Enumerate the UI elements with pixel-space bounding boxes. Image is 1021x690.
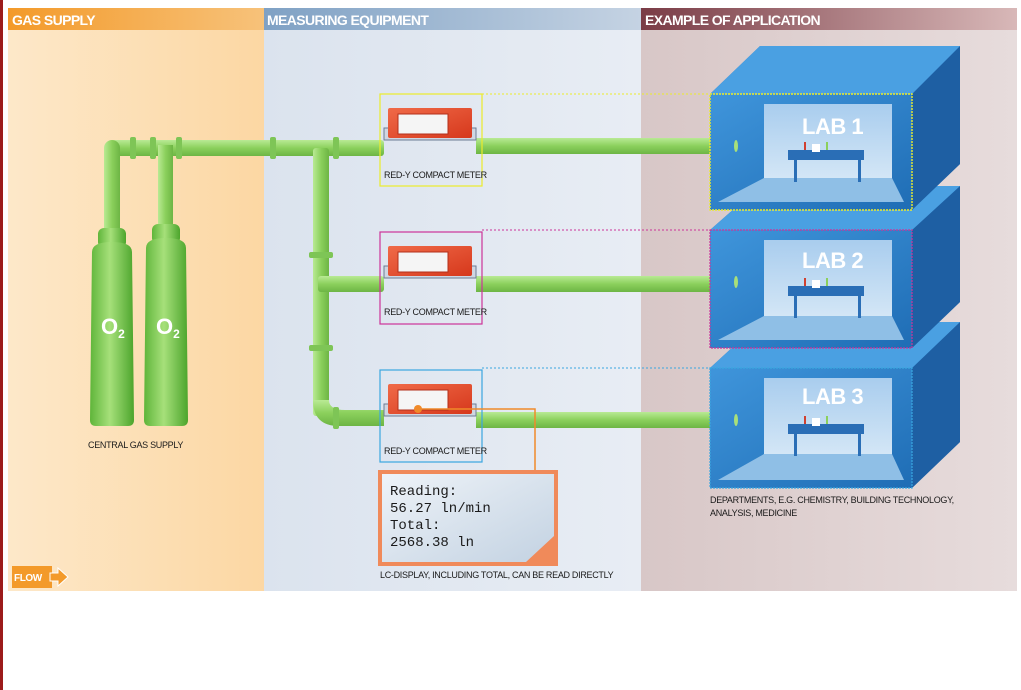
gas-cylinder-1: O2 [90, 228, 134, 426]
meter-2: RED-Y COMPACT METER [379, 231, 488, 325]
measuring-equipment-title: MEASURING EQUIPMENT [267, 12, 429, 28]
central-gas-supply-label: CENTRAL GAS SUPPLY [88, 440, 183, 450]
meter-1-frame [379, 93, 483, 187]
lab-2-label: LAB 2 [802, 248, 863, 273]
lcd-caption: LC-DISPLAY, INCLUDING TOTAL, CAN BE READ… [380, 570, 614, 580]
branch-pipe-2 [318, 276, 384, 292]
meter-2-label: RED-Y COMPACT METER [384, 307, 488, 317]
lcd-line-2: 56.27 ln/min [390, 501, 491, 517]
flow-badge: FLOW [12, 566, 69, 588]
left-border [0, 0, 3, 690]
branch-pipe-3 [313, 400, 384, 426]
lab-1-feed-pipe [476, 138, 716, 154]
lcd-line-4: 2568.38 ln [390, 535, 474, 551]
lcd-line-3: Total: [390, 518, 440, 534]
lab-3-label: LAB 3 [802, 384, 863, 409]
application-header [641, 8, 1017, 30]
flow-arrow-icon [49, 566, 69, 588]
gas-supply-title: GAS SUPPLY [12, 12, 96, 28]
departments-caption-line-1: DEPARTMENTS, E.G. CHEMISTRY, BUILDING TE… [710, 495, 954, 505]
lcd-display: Reading: 56.27 ln/min Total: 2568.38 ln [378, 470, 558, 566]
lab-1-label: LAB 1 [802, 114, 863, 139]
gas-supply-panel [8, 8, 264, 591]
lab-1: LAB 1 [709, 46, 960, 211]
cylinder-1-label: O2 [101, 314, 125, 341]
cylinder-2-riser [158, 145, 173, 235]
meter-3: RED-Y COMPACT METER [379, 369, 488, 463]
meter-1: RED-Y COMPACT METER [379, 93, 488, 187]
cylinder-2-label: O2 [156, 314, 180, 341]
meter-2-frame [379, 231, 483, 325]
pipe-network [104, 137, 716, 429]
application-title: EXAMPLE OF APPLICATION [645, 12, 821, 28]
lab-zone-frames [482, 93, 710, 369]
lab-2-feed-pipe [476, 276, 716, 292]
gas-cylinder-2: O2 [144, 224, 188, 426]
lcd-line-1: Reading: [390, 484, 457, 500]
departments-caption-line-2: ANALYSIS, MEDICINE [710, 508, 797, 518]
cylinder-1-riser [104, 140, 120, 240]
flow-label: FLOW [14, 573, 43, 584]
lab-3-feed-pipe [476, 412, 716, 428]
meter-3-label: RED-Y COMPACT METER [384, 446, 488, 456]
measuring-equipment-header [264, 8, 641, 30]
gas-supply-header [8, 8, 264, 30]
meter-3-frame [379, 369, 483, 463]
meter-1-label: RED-Y COMPACT METER [384, 170, 488, 180]
